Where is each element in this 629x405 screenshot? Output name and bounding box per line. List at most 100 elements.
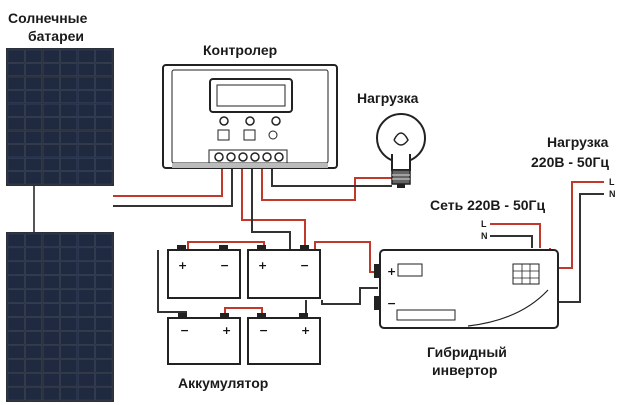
panel-cell	[95, 303, 113, 317]
panel-cell	[7, 171, 25, 185]
panel-cell	[60, 331, 78, 345]
panel-cell	[25, 331, 43, 345]
panel-negative-wire	[113, 168, 233, 207]
load-L-terminal: L	[609, 177, 615, 187]
inverter-label: Гибридный	[427, 344, 507, 360]
battery-icon	[247, 245, 321, 299]
panel-cell	[42, 387, 60, 401]
battery-inverter-negative-wire	[321, 287, 378, 305]
grid-label: Сеть 220В - 50Гц	[430, 197, 545, 213]
grid-N-wire	[490, 235, 533, 248]
panel-cell	[95, 144, 113, 158]
panel-cell	[95, 49, 113, 63]
panel-cell	[7, 144, 25, 158]
panel-cell	[77, 76, 95, 90]
panel-cell	[60, 317, 78, 331]
panel-cell	[42, 275, 60, 289]
panel-cell	[77, 233, 95, 247]
controller-load-positive-wire	[261, 168, 392, 201]
inverter-plus-sign: +	[387, 265, 396, 278]
panel-cell	[95, 63, 113, 76]
battery-icon	[167, 245, 241, 299]
panel-cell	[95, 171, 113, 185]
panel-cell	[77, 63, 95, 76]
panel-cell	[95, 289, 113, 303]
inverter-label: инвертор	[432, 362, 497, 378]
panel-cell	[7, 76, 25, 90]
panel-cell	[25, 289, 43, 303]
panel-cell	[25, 359, 43, 373]
panel-cell	[77, 275, 95, 289]
panel-cell	[42, 373, 60, 387]
solar-panel-icon	[6, 232, 114, 402]
panel-cell	[42, 130, 60, 144]
panel-cell	[60, 345, 78, 359]
solar-panels-label: Солнечные	[8, 10, 88, 26]
panel-cell	[7, 261, 25, 275]
panel-cell	[60, 387, 78, 401]
panel-cell	[25, 247, 43, 261]
load-N-wire	[558, 193, 604, 303]
panel-cell	[95, 373, 113, 387]
panel-cell	[60, 158, 78, 171]
panel-cell	[77, 331, 95, 345]
panel-cell	[60, 144, 78, 158]
panel-cell	[25, 261, 43, 275]
panel-cell	[60, 49, 78, 63]
panel-cell	[7, 49, 25, 63]
grid-L-wire	[490, 223, 541, 248]
panel-cell	[25, 275, 43, 289]
panel-cell	[60, 76, 78, 90]
panel-cell	[42, 289, 60, 303]
panel-cell	[95, 90, 113, 104]
panel-cell	[7, 117, 25, 131]
panel-cell	[77, 158, 95, 171]
panel-cell	[95, 233, 113, 247]
panel-cell	[25, 63, 43, 76]
panel-cell	[77, 130, 95, 144]
panel-cell	[60, 171, 78, 185]
panel-cell	[95, 359, 113, 373]
panel-cell	[60, 130, 78, 144]
panel-cell	[42, 233, 60, 247]
panel-cell	[25, 233, 43, 247]
load-220v-label: 220В - 50Гц	[531, 154, 609, 170]
panel-cell	[7, 90, 25, 104]
panel-cell	[25, 144, 43, 158]
panel-cell	[95, 387, 113, 401]
panel-cell	[7, 345, 25, 359]
panel-cell	[25, 49, 43, 63]
panel-cell	[25, 158, 43, 171]
panel-cell	[77, 359, 95, 373]
panel-cell	[95, 158, 113, 171]
charge-controller-icon	[162, 64, 338, 169]
controller-label: Контролер	[203, 42, 277, 58]
battery-inverter-positive-wire	[314, 241, 378, 273]
panel-cell	[42, 317, 60, 331]
panel-cell	[95, 130, 113, 144]
panel-cell	[77, 171, 95, 185]
solar-panels-label: батареи	[28, 28, 84, 44]
load-220v-label: Нагрузка	[547, 134, 609, 150]
panel-cell	[25, 303, 43, 317]
panel-cell	[95, 317, 113, 331]
panel-cell	[42, 49, 60, 63]
panel-cell	[77, 117, 95, 131]
panel-cell	[77, 345, 95, 359]
panel-cell	[7, 289, 25, 303]
load-label: Нагрузка	[357, 90, 419, 106]
grid-N-terminal: N	[481, 231, 488, 241]
battery-minus-sign: −	[220, 259, 229, 272]
grid-L-terminal: L	[481, 219, 487, 229]
solar-panel-icon	[6, 48, 114, 186]
panel-cell	[95, 117, 113, 131]
panel-cell	[77, 103, 95, 117]
battery-minus-sign: −	[259, 324, 268, 337]
panel-cell	[77, 289, 95, 303]
panel-cell	[42, 359, 60, 373]
panel-cell	[95, 345, 113, 359]
panel-cell	[42, 90, 60, 104]
panel-cell	[25, 90, 43, 104]
panel-cell	[7, 158, 25, 171]
